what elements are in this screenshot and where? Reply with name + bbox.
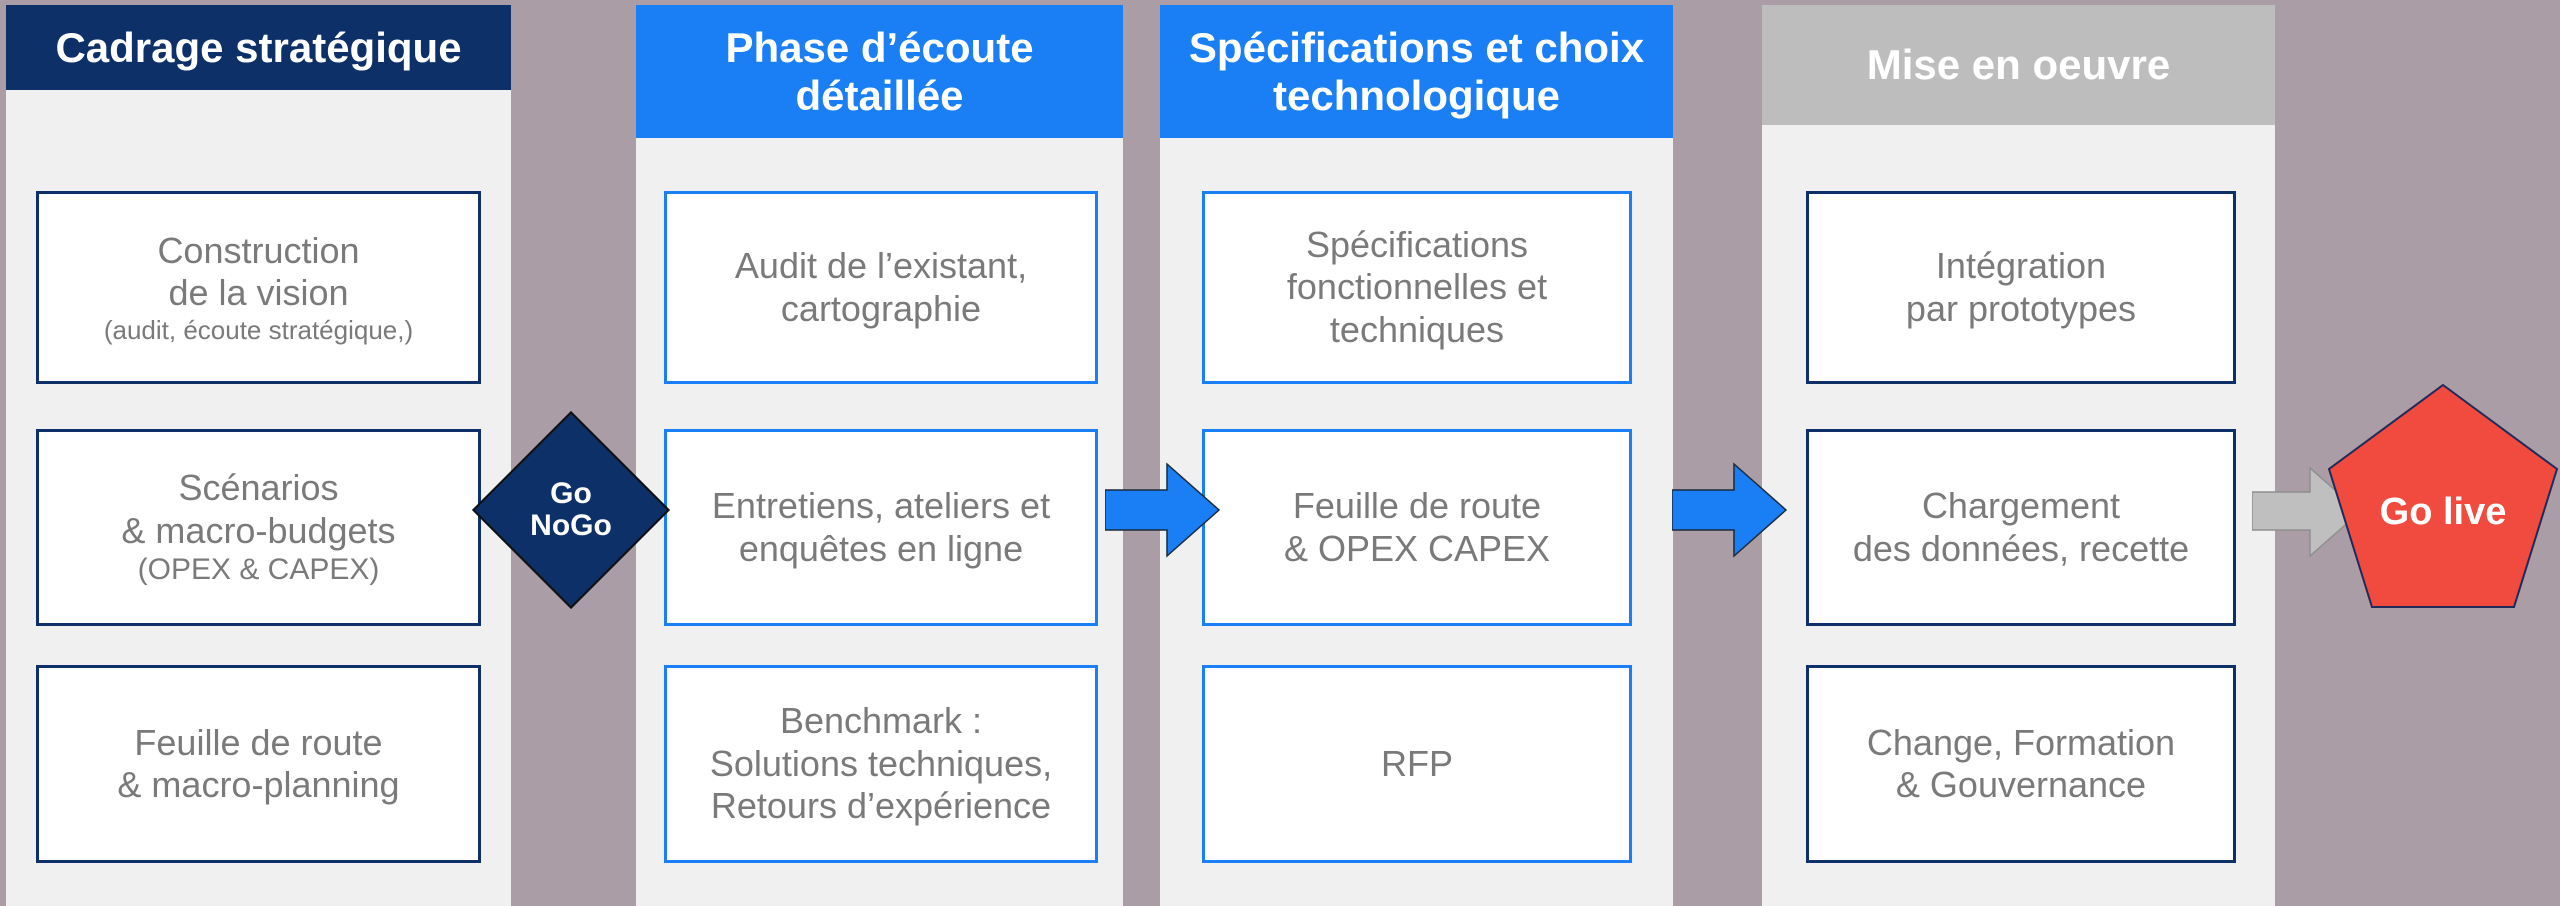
task-card-line: Retours d’expérience	[710, 785, 1052, 827]
task-card[interactable]: Chargement des données, recette	[1806, 429, 2236, 626]
phase-column-specifications: Spécifications et choix technologique Sp…	[1160, 5, 1673, 906]
task-card-line: fonctionnelles et	[1286, 266, 1548, 308]
phase-column-mise-en-oeuvre: Mise en oeuvre Intégration par prototype…	[1762, 5, 2275, 906]
task-card-line: des données, recette	[1852, 527, 2190, 569]
task-card-line: Audit de l’existant,	[734, 245, 1028, 287]
task-card[interactable]: Benchmark : Solutions techniques, Retour…	[664, 665, 1098, 863]
task-card-line: Chargement	[1921, 485, 2121, 527]
right-arrow-icon	[2252, 466, 2362, 558]
gate-label-line2: NoGo	[530, 509, 612, 542]
arrow-ecoute-to-specifications	[1105, 462, 1221, 558]
phase-header-cadrage: Cadrage stratégique	[6, 5, 511, 90]
task-card-line: cartographie	[780, 287, 982, 329]
task-card-line: techniques	[1329, 308, 1505, 350]
phase-column-cadrage: Cadrage stratégique Construction de la v…	[6, 5, 511, 906]
task-card[interactable]: Feuille de route & OPEX CAPEX	[1202, 429, 1632, 626]
task-card-line: Change, Formation	[1866, 721, 2176, 763]
task-card[interactable]: Feuille de route & macro-planning	[36, 665, 481, 863]
phase-header-mise-en-oeuvre: Mise en oeuvre	[1762, 5, 2275, 125]
phase-header-label: Phase d’écoute détaillée	[725, 24, 1034, 119]
task-card-line: RFP	[1381, 742, 1453, 784]
task-card-line: Feuille de route	[134, 721, 383, 763]
arrow-specifications-to-mise-en-oeuvre	[1672, 462, 1788, 558]
gate-label: Go NoGo	[530, 476, 612, 543]
gate-go-nogo[interactable]: Go NoGo	[472, 411, 670, 609]
task-card-subtext: (audit, écoute stratégique,)	[103, 314, 414, 345]
task-card[interactable]: Construction de la vision (audit, écoute…	[36, 191, 481, 384]
phase-column-ecoute: Phase d’écoute détaillée Audit de l’exis…	[636, 5, 1123, 906]
task-card[interactable]: Intégration par prototypes	[1806, 191, 2236, 384]
task-card-line: enquêtes en ligne	[738, 527, 1024, 569]
task-card-line: Scénarios	[178, 467, 339, 509]
task-card-line: Benchmark :	[779, 700, 983, 742]
arrow-mise-en-oeuvre-to-go-live	[2252, 466, 2362, 558]
task-card[interactable]: RFP	[1202, 665, 1632, 863]
right-arrow-icon	[1672, 462, 1788, 558]
phase-header-ecoute: Phase d’écoute détaillée	[636, 5, 1123, 138]
task-card-line: Intégration	[1935, 245, 2107, 287]
phase-header-label: Mise en oeuvre	[1866, 41, 2171, 89]
task-card-line: Spécifications	[1305, 223, 1529, 265]
task-card[interactable]: Scénarios & macro-budgets (OPEX & CAPEX)	[36, 429, 481, 626]
task-card-line: Entretiens, ateliers et	[711, 485, 1051, 527]
task-card-line: & Gouvernance	[1895, 764, 2147, 805]
task-card[interactable]: Audit de l’existant, cartographie	[664, 191, 1098, 384]
milestone-label: Go live	[2379, 490, 2507, 533]
task-card[interactable]: Change, Formation & Gouvernance	[1806, 665, 2236, 863]
pentagon-icon	[2327, 383, 2559, 608]
task-card-line: & macro-budgets	[121, 509, 396, 551]
phase-header-specifications: Spécifications et choix technologique	[1160, 5, 1673, 138]
task-card[interactable]: Entretiens, ateliers et enquêtes en lign…	[664, 429, 1098, 626]
task-card-line: de la vision	[168, 272, 349, 314]
phase-header-label: Cadrage stratégique	[55, 23, 462, 71]
task-card-line: Feuille de route	[1292, 485, 1542, 527]
right-arrow-icon	[1105, 462, 1221, 558]
task-card-line: & OPEX CAPEX	[1283, 527, 1551, 569]
task-card-line: & macro-planning	[117, 764, 400, 805]
phase-header-label: Spécifications et choix technologique	[1188, 24, 1645, 119]
milestone-go-live[interactable]: Go live	[2326, 383, 2560, 641]
task-card-line: Solutions techniques,	[709, 742, 1053, 784]
task-card[interactable]: Spécifications fonctionnelles et techniq…	[1202, 191, 1632, 384]
gate-label-line1: Go	[550, 476, 592, 510]
task-card-line: par prototypes	[1905, 287, 2137, 329]
task-card-line: Construction	[157, 229, 360, 271]
task-card-subtext: (OPEX & CAPEX)	[137, 553, 380, 587]
